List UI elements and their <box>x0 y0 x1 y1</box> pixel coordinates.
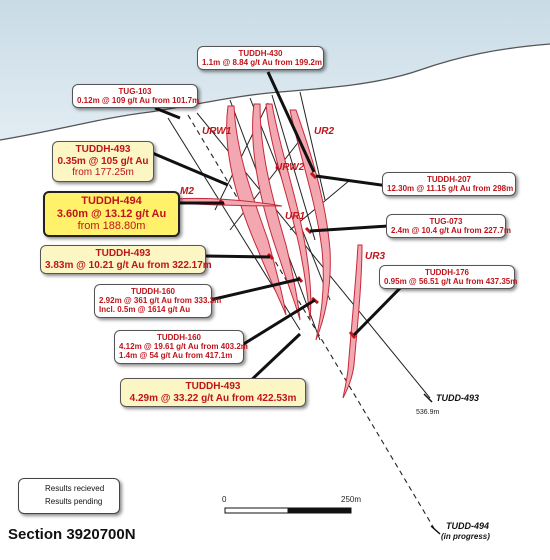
callout-title: TUDDH-176 <box>424 268 469 277</box>
callout-title: TUDDH-493 <box>95 248 151 259</box>
callout-line: 12.30m @ 11.15 g/t Au from 298m <box>387 184 514 194</box>
callout-line: from 188.80m <box>77 220 146 233</box>
label-ur1: UR1 <box>285 211 306 222</box>
callout-tuddh160-a: TUDDH-160 2.92m @ 361 g/t Au from 333.3m… <box>94 284 222 318</box>
callout-tuddh493-c: TUDDH-493 4.29m @ 33.22 g/t Au from 422.… <box>120 378 306 407</box>
hole-note-tudd494: (in progress) <box>441 532 490 541</box>
vein-urw2 <box>265 103 312 321</box>
hole-depth-tudd493: 536.9m <box>416 409 440 416</box>
hole-label-tudd494: TUDD-494 <box>446 521 490 531</box>
callout-line: 1.1m @ 8.84 g/t Au from 199.2m <box>202 58 322 68</box>
callout-line: 4.12m @ 19.61 g/t Au from 403.2m <box>119 342 248 352</box>
callout-line: 4.29m @ 33.22 g/t Au from 422.53m <box>129 392 297 404</box>
legend-received: Results recieved <box>45 484 105 493</box>
label-ur3: UR3 <box>365 251 386 262</box>
callout-line: 3.83m @ 10.21 g/t Au from 322.17m <box>45 259 212 271</box>
section-title: Section 3920700N <box>8 526 136 543</box>
callout-tuddh493-a: TUDDH-493 0.35m @ 105 g/t Au from 177.25… <box>52 141 154 182</box>
callout-line: 2.92m @ 361 g/t Au from 333.3m <box>99 296 222 306</box>
callout-line: 3.60m @ 13.12 g/t Au <box>56 207 167 220</box>
callout-title: TUG-103 <box>118 87 152 96</box>
vein-ur3 <box>342 244 363 399</box>
callout-line: 0.12m @ 109 g/t Au from 101.7m <box>77 96 200 106</box>
callout-tuddh207: TUDDH-207 12.30m @ 11.15 g/t Au from 298… <box>382 172 516 197</box>
vein-urw1b <box>252 103 301 321</box>
callout-title: TUG-073 <box>429 217 463 226</box>
callout-title: TUDDH-160 <box>130 287 175 296</box>
callout-tuddh493-b: TUDDH-493 3.83m @ 10.21 g/t Au from 322.… <box>40 245 212 274</box>
callout-title: TUDDH-494 <box>81 195 142 207</box>
label-m2: M2 <box>180 186 194 197</box>
callout-tug073: TUG-073 2.4m @ 10.4 g/t Au from 227.7m <box>386 214 511 239</box>
scale-start-label: 0 <box>222 495 227 504</box>
scale-end-label: 250m <box>341 495 362 504</box>
callout-title: TUDDH-493 <box>185 381 241 392</box>
callout-title: TUDDH-493 <box>75 144 131 155</box>
label-ur2: UR2 <box>314 126 335 137</box>
hole-label-tudd493: TUDD-493 <box>436 393 480 403</box>
label-urw1: URW1 <box>202 126 232 137</box>
legend-pending: Results pending <box>45 497 103 506</box>
callout-line: 2.4m @ 10.4 g/t Au from 227.7m <box>391 226 511 236</box>
callout-line: 0.35m @ 105 g/t Au <box>57 155 149 167</box>
callout-title: TUDDH-207 <box>426 175 471 184</box>
scale-bar <box>224 507 352 514</box>
vein-urw1 <box>226 105 287 316</box>
legend: Results recieved Results pending <box>18 478 120 514</box>
callout-line: 1.4m @ 54 g/t Au from 417.1m <box>119 351 233 361</box>
callout-tuddh160-b: TUDDH-160 4.12m @ 19.61 g/t Au from 403.… <box>114 330 248 364</box>
callout-tug103: TUG-103 0.12m @ 109 g/t Au from 101.7m <box>72 84 200 109</box>
callout-title: TUDDH-160 <box>156 333 201 342</box>
callout-tuddh176: TUDDH-176 0.95m @ 56.51 g/t Au from 437.… <box>379 265 518 290</box>
vein-ur2 <box>289 109 331 341</box>
label-urw2: URW2 <box>275 162 305 173</box>
callout-tuddh430: TUDDH-430 1.1m @ 8.84 g/t Au from 199.2m <box>197 46 324 71</box>
callout-title: TUDDH-430 <box>238 49 283 58</box>
callout-line: 0.95m @ 56.51 g/t Au from 437.35m <box>384 277 518 287</box>
veins <box>174 103 363 399</box>
callout-tuddh494: TUDDH-494 3.60m @ 13.12 g/t Au from 188.… <box>43 191 180 237</box>
callout-line: from 177.25m <box>72 167 134 178</box>
callout-line: Incl. 0.5m @ 1614 g/t Au <box>99 305 191 315</box>
ground-surface-line <box>0 43 550 141</box>
